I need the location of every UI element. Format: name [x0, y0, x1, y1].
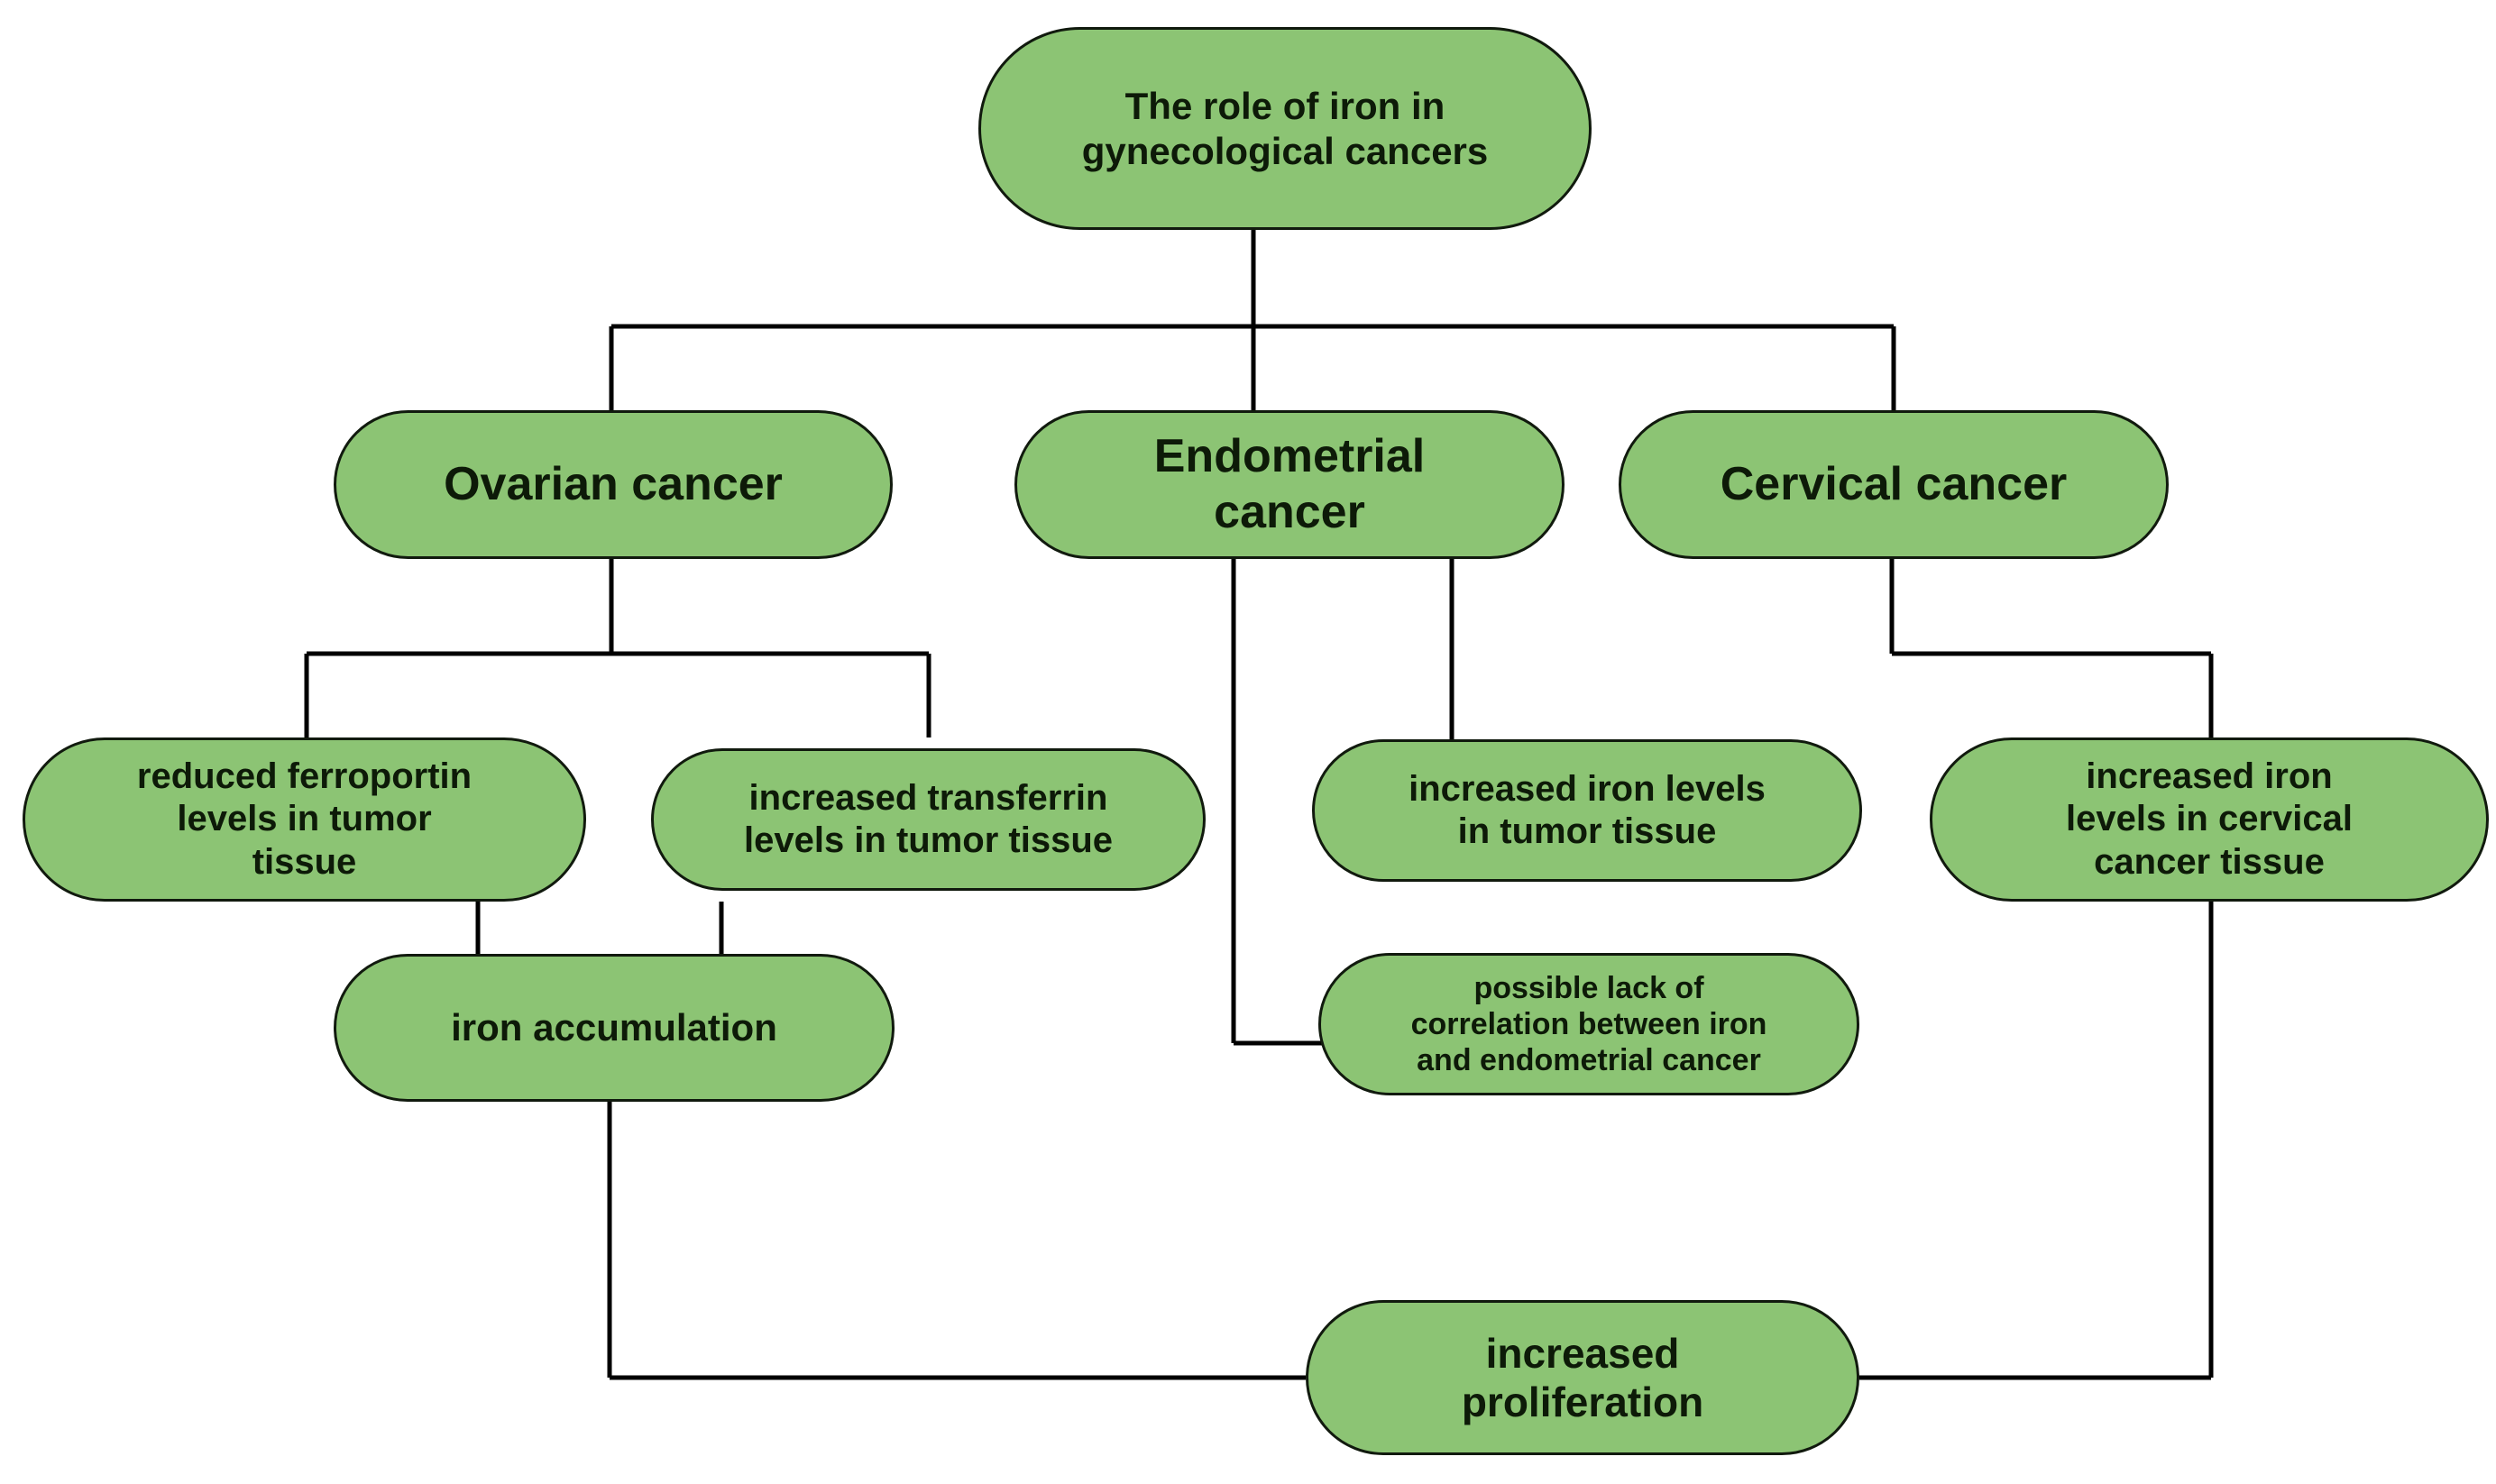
node-cervical-cancer[interactable]: Cervical cancer [1619, 410, 2169, 559]
node-possible-lack-correlation[interactable]: possible lack of correlation between iro… [1318, 953, 1859, 1095]
node-ovarian-cancer[interactable]: Ovarian cancer [334, 410, 893, 559]
node-iron-accumulation[interactable]: iron accumulation [334, 954, 895, 1102]
node-increased-transferrin[interactable]: increased transferrin levels in tumor ti… [651, 748, 1206, 891]
node-title[interactable]: The role of iron in gynecological cancer… [978, 27, 1592, 230]
node-increased-iron-tumor[interactable]: increased iron levels in tumor tissue [1312, 739, 1862, 882]
node-reduced-ferroportin[interactable]: reduced ferroportin levels in tumor tiss… [23, 737, 586, 902]
node-endometrial-cancer[interactable]: Endometrial cancer [1014, 410, 1565, 559]
node-increased-iron-cervical[interactable]: increased iron levels in cervical cancer… [1930, 737, 2489, 902]
node-increased-proliferation[interactable]: increased proliferation [1306, 1300, 1859, 1455]
